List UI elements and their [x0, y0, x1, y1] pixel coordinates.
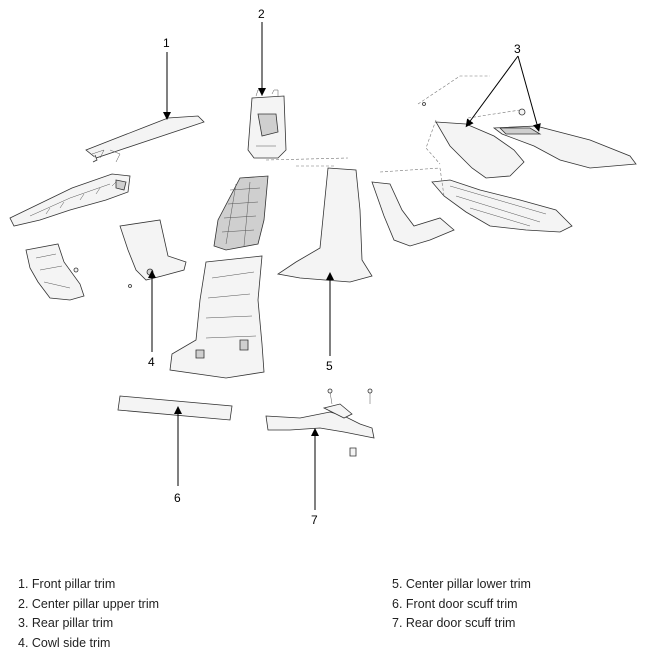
- legend-item-front-pillar-trim: 1. Front pillar trim: [18, 577, 116, 591]
- cowl-side-trim-part: [119, 219, 187, 288]
- cowl-bracket-part: [25, 243, 85, 301]
- legend-left: 1. Front pillar trim 2. Center pillar up…: [18, 575, 159, 653]
- front-pillar-trim-part: [85, 115, 205, 163]
- callout-5: 5: [326, 359, 333, 373]
- legend-item-center-pillar-lower-trim: 5. Center pillar lower trim: [392, 577, 531, 591]
- legend-item-cowl-side-trim: 4. Cowl side trim: [18, 635, 111, 650]
- leader-lines: [148, 22, 541, 510]
- center-pillar-mid-part: [213, 175, 269, 251]
- legend-item-rear-door-scuff-trim: 7. Rear door scuff trim: [392, 616, 516, 630]
- center-pillar-lower-trim-part: [265, 157, 373, 283]
- callout-3: 3: [514, 42, 521, 56]
- front-pillar-lower-part: [9, 173, 131, 227]
- callout-6: 6: [174, 491, 181, 505]
- center-pillar-upper-trim-part: [247, 89, 287, 159]
- callout-1: 1: [163, 36, 170, 50]
- rear-door-scuff-trim-part: [265, 388, 375, 457]
- rear-quarter-trim-part: [371, 167, 573, 247]
- legend-item-rear-pillar-trim: 3. Rear pillar trim: [18, 616, 114, 630]
- callout-labels: 1 2 3 4 5 6 7: [148, 7, 521, 527]
- parts-diagram: 1 2 3 4 5 6 7: [9, 7, 637, 527]
- callout-4: 4: [148, 355, 155, 369]
- callout-2: 2: [258, 7, 265, 21]
- legend-item-front-door-scuff-trim: 6. Front door scuff trim: [392, 596, 518, 611]
- center-pillar-lower-large-part: [169, 255, 265, 379]
- legend-item-center-pillar-upper-trim: 2. Center pillar upper trim: [18, 596, 160, 611]
- rear-pillar-trim-part: [417, 75, 637, 179]
- legend-right: 5. Center pillar lower trim 6. Front doo…: [392, 575, 531, 634]
- callout-7: 7: [311, 513, 318, 527]
- front-door-scuff-trim-part: [117, 395, 233, 421]
